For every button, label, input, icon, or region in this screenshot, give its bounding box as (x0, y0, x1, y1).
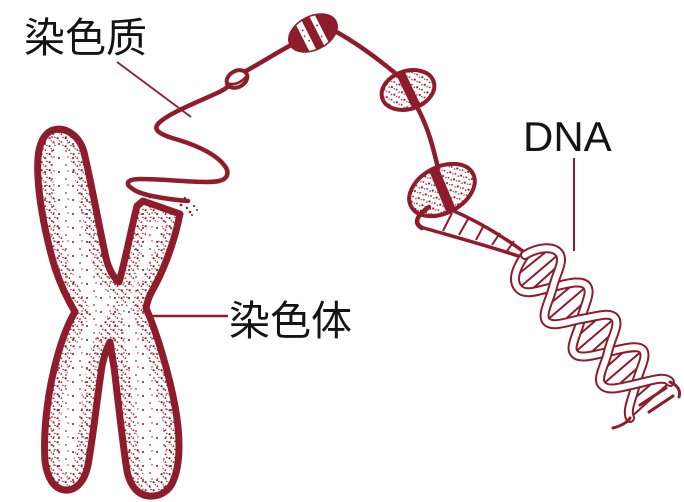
dna-strand-2 (520, 243, 675, 394)
dna-label: DNA (523, 113, 612, 160)
chromatin-fiber-segment-2 (328, 26, 398, 76)
chromatin-leader-line (116, 61, 192, 118)
chromosome-label: 染色体 (229, 298, 352, 344)
dna-frayed-end (611, 380, 681, 430)
nucleosome-bead-3 (407, 158, 477, 222)
dna-helix (422, 207, 681, 430)
dna-base-rungs (515, 250, 671, 419)
nucleosome-bead-2 (379, 63, 437, 117)
dna-ladder (422, 207, 526, 259)
nucleosome-knot (224, 68, 250, 90)
chromosome-figure (34, 125, 198, 500)
chromatin-fiber-segment-3 (414, 104, 441, 171)
chromatin-fiber-segment-1 (243, 41, 296, 74)
chromatin-fiber-unravel (414, 204, 432, 231)
chromatin-fiber-squiggle (125, 81, 234, 204)
chromosome-outline (34, 125, 184, 500)
nucleosome-bead-1 (288, 12, 338, 55)
chromatin-fiber (125, 12, 477, 231)
dna-strand-1 (510, 250, 650, 423)
chromatin-label: 染色质 (24, 15, 147, 61)
